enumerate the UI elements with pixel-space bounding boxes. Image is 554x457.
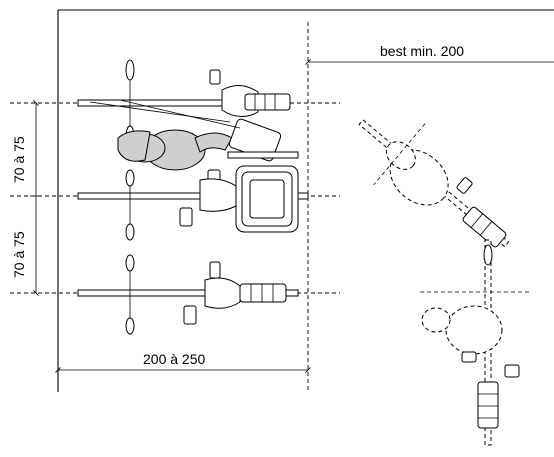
- maneuvering-bike-angled: [358, 119, 510, 248]
- wall-boundary: [57, 9, 554, 392]
- dimension-row-spacing: 70 à 75 70 à 75: [11, 100, 42, 296]
- row-spacing-upper-label: 70 à 75: [11, 136, 27, 183]
- row-spacing-lower-label: 70 à 75: [11, 231, 27, 278]
- dimension-bike-length: 200 à 250: [55, 351, 311, 373]
- bicycle-row-1: [77, 59, 299, 171]
- bike-length-label: 200 à 250: [143, 351, 205, 367]
- rear-clearance-label: best min. 200: [380, 43, 464, 59]
- bicycle-row-2: [77, 165, 309, 241]
- dimension-rear-clearance: best min. 200: [305, 43, 554, 65]
- maneuvering-bike-upright: [420, 239, 530, 446]
- bicycle-row-3: [77, 254, 299, 335]
